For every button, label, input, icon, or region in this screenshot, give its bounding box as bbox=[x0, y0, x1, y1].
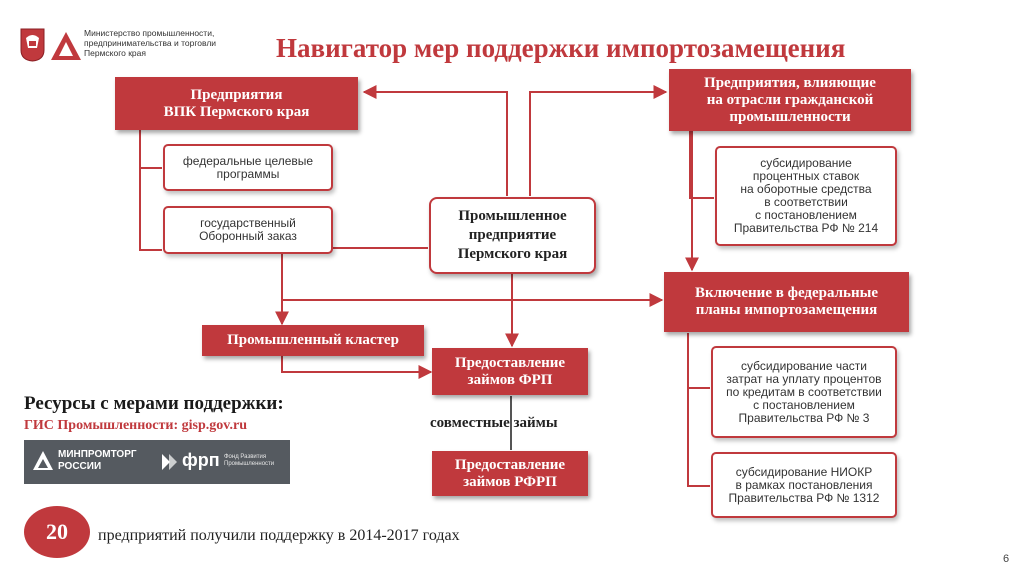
box-vpk-enterprises: Предприятия ВПК Пермского края bbox=[115, 77, 358, 130]
line-cluster-to-frp bbox=[281, 355, 433, 379]
box-federal-programs: федеральные целевые программы bbox=[163, 144, 333, 191]
box-subsidy-214: субсидирование процентных ставок на обор… bbox=[715, 146, 897, 246]
frp-logo-icon bbox=[160, 452, 180, 472]
box-industrial-cluster: Промышленный кластер bbox=[202, 325, 424, 356]
ministry-name: Министерство промышленности, предпринима… bbox=[84, 28, 217, 58]
ministry-logo-icon bbox=[50, 30, 82, 62]
line-center-left-down bbox=[275, 247, 428, 326]
resources-title: Ресурсы с мерами поддержки: bbox=[24, 393, 284, 414]
page-number: 6 bbox=[1003, 553, 1010, 565]
frp-logo-subtitle: Фонд Развития Промышленности bbox=[224, 454, 275, 467]
line-vpk-bracket bbox=[139, 130, 162, 251]
stat-count-badge: 20 bbox=[24, 506, 90, 558]
gis-link[interactable]: ГИС Промышленности: gisp.gov.ru bbox=[24, 418, 247, 433]
box-rfrp-loans: Предоставление займов РФРП bbox=[432, 451, 588, 496]
box-subsidy-3: субсидирование части затрат на уплату пр… bbox=[711, 346, 897, 438]
line-federal-bracket bbox=[687, 333, 710, 487]
page-title: Навигатор мер поддержки импортозамещения bbox=[276, 33, 846, 63]
line-center-to-civil bbox=[529, 85, 668, 196]
box-federal-plans: Включение в федеральные планы импортозам… bbox=[664, 272, 909, 332]
box-state-defense-order: государственный Оборонный заказ bbox=[163, 206, 333, 254]
partner-logos-strip: МИНПРОМТОРГ РОССИИ фрп Фонд Развития Про… bbox=[24, 440, 290, 484]
region-emblem-icon bbox=[20, 28, 45, 62]
box-subsidy-1312: субсидирование НИОКР в рамках постановле… bbox=[711, 452, 897, 518]
joint-loans-label: совместные займы bbox=[430, 415, 558, 431]
frp-logo-text: фрп bbox=[182, 450, 220, 470]
minpromtorg-logo-text: МИНПРОМТОРГ РОССИИ bbox=[58, 449, 137, 472]
line-center-to-vpk bbox=[362, 85, 508, 196]
stat-text: предприятий получили поддержку в 2014-20… bbox=[98, 527, 460, 544]
box-civil-enterprises: Предприятия, влияющие на отрасли граждан… bbox=[669, 69, 911, 131]
line-civil-bracket bbox=[689, 130, 714, 199]
box-industrial-enterprise: Промышленное предприятие Пермского края bbox=[429, 197, 596, 274]
minpromtorg-logo-icon bbox=[32, 450, 54, 472]
box-frp-loans: Предоставление займов ФРП bbox=[432, 348, 588, 395]
